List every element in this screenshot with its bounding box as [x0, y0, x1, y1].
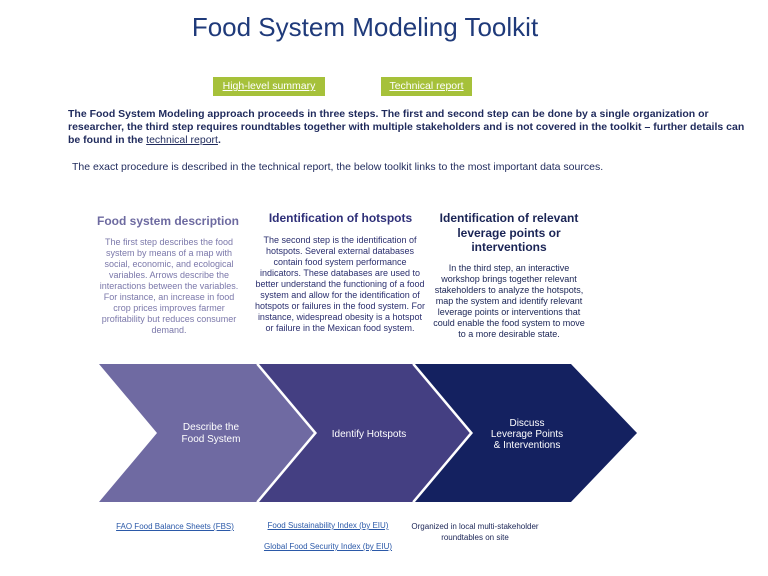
technical-report-button[interactable]: Technical report — [381, 77, 472, 96]
step1-heading: Food system description — [96, 214, 240, 228]
food-sustainability-index-link[interactable]: Food Sustainability Index (by EIU) — [267, 521, 389, 530]
arrow3-label-line1: Discuss — [509, 418, 544, 429]
step3-description: In the third step, an interactive worksh… — [433, 263, 585, 339]
step3-heading: Identification of relevant leverage poin… — [439, 211, 579, 254]
global-food-security-index-link[interactable]: Global Food Security Index (by EIU) — [263, 542, 393, 551]
intro-text: The Food System Modeling approach procee… — [68, 108, 745, 146]
arrow2-label: Identify Hotspots — [332, 429, 406, 440]
high-level-summary-button[interactable]: High-level summary — [213, 77, 325, 96]
roundtables-note: Organized in local multi-stakeholder rou… — [411, 522, 539, 542]
arrow1-label-line2: Food System — [182, 434, 241, 445]
intro-paragraph: The Food System Modeling approach procee… — [68, 108, 748, 147]
intro-suffix: . — [217, 134, 221, 146]
source-fsi: Food Sustainability Index (by EIU) — [258, 521, 398, 530]
procedure-text: The exact procedure is described in the … — [72, 161, 604, 173]
arrow3-label-line3: & Interventions — [494, 440, 561, 451]
process-arrows: Describe the Food System Identify Hotspo… — [99, 364, 637, 503]
step1-description: The first step describes the food system… — [99, 237, 239, 335]
arrow1-label-line1: Describe the — [183, 422, 240, 433]
arrow-discuss-leverage-points — [415, 364, 637, 502]
step2-heading: Identification of hotspots — [268, 211, 413, 225]
source-fbs: FAO Food Balance Sheets (FBS) — [105, 522, 245, 531]
technical-report-link[interactable]: technical report — [146, 134, 218, 146]
step2-description: The second step is the identification of… — [254, 235, 426, 333]
page-title: Food System Modeling Toolkit — [191, 12, 539, 42]
arrow-identify-hotspots — [259, 364, 471, 502]
fao-fbs-link[interactable]: FAO Food Balance Sheets (FBS) — [116, 522, 234, 531]
source-gfsi: Global Food Security Index (by EIU) — [256, 542, 400, 551]
arrow3-label-line2: Leverage Points — [491, 429, 563, 440]
arrow-describe-food-system — [99, 364, 315, 502]
